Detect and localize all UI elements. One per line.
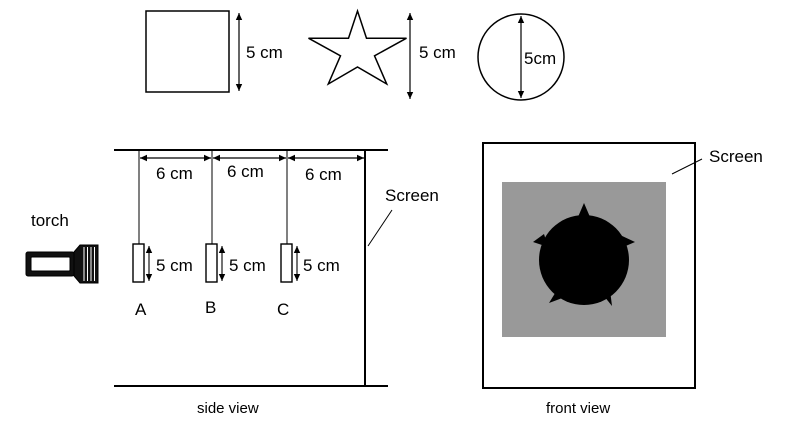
torch-icon [25,244,99,284]
card-b-size-label: 5 cm [229,256,266,275]
torch-label: torch [31,211,69,230]
square-shape-group: 5 cm [145,10,283,93]
star-size-label: 5 cm [419,43,456,62]
front-screen-pointer [671,158,703,175]
card-c-size-label: 5 cm [303,256,340,275]
front-view: Screen front view [482,142,763,417]
circle-size-label: 5cm [524,49,556,68]
square-size-label: 5 cm [246,43,283,62]
card-c [280,243,293,283]
shadow-shape [533,203,635,306]
card-b-label: B [205,298,216,317]
gap-3-label: 6 cm [305,165,342,184]
side-screen-pointer [367,209,393,247]
card-c-label: C [277,300,289,319]
card-a [132,243,145,283]
side-view: Screen 6 cm 6 cm 6 cm 5 cm 5 cm 5 cm A B… [25,149,439,417]
front-screen-label: Screen [709,147,763,166]
card-b [205,243,218,283]
circle-shape [477,13,565,101]
gap-2-label: 6 cm [227,162,264,181]
star-shape [308,8,407,86]
side-screen-label: Screen [385,186,439,205]
circle-shape-group: 5cm [477,13,565,101]
card-a-size-label: 5 cm [156,256,193,275]
card-a-label: A [135,300,147,319]
gap-1-label: 6 cm [156,164,193,183]
front-view-caption: front view [546,400,610,417]
side-view-caption: side view [197,400,259,417]
square-shape [145,10,230,93]
star-shape-group: 5 cm [308,8,456,99]
